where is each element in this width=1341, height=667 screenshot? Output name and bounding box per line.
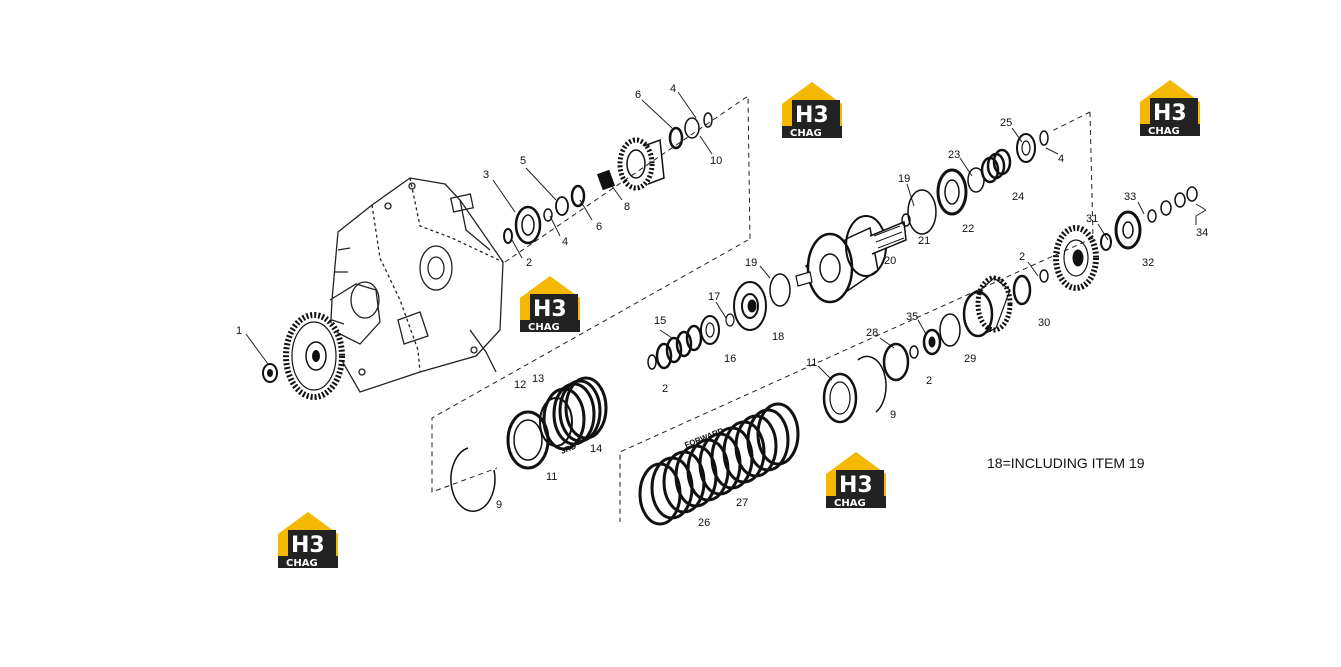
lower-middle-group [822, 313, 961, 424]
watermark-mark: H3 [1153, 101, 1187, 126]
label-3: 3 [483, 169, 489, 181]
label-4-right: 4 [1058, 153, 1064, 165]
watermark-mark: H3 [291, 533, 325, 558]
label-14: 14 [590, 443, 602, 455]
watermark-logo-3: H3 CHAG [520, 276, 580, 333]
label-34: 34 [1196, 227, 1208, 239]
watermark-word: CHAG [528, 322, 560, 333]
label-6: 6 [596, 221, 602, 233]
label-16: 16 [724, 353, 736, 365]
watermark-word: CHAG [1148, 126, 1180, 137]
label-21: 21 [918, 235, 930, 247]
middle-clutch-group [647, 273, 791, 370]
group-outlines [431, 95, 1094, 522]
watermark-mark: H3 [839, 473, 873, 498]
label-26: 26 [698, 517, 710, 529]
label-28: 28 [866, 327, 878, 339]
label-19: 19 [745, 257, 757, 269]
label-10: 10 [710, 155, 722, 167]
output-shaft-drum [795, 189, 937, 304]
label-9: 9 [496, 499, 502, 511]
label-12: 12 [514, 379, 526, 391]
upper-bearing-group [503, 112, 713, 245]
transmission-housing [329, 177, 504, 393]
label-27: 27 [736, 497, 748, 509]
diagram-note: 18=INCLUDING ITEM 19 [987, 455, 1145, 471]
watermark-mark: H3 [795, 103, 829, 128]
label-9-lower: 9 [890, 409, 896, 421]
label-4-upper: 4 [670, 83, 676, 95]
label-31: 31 [1086, 213, 1098, 225]
label-29: 29 [964, 353, 976, 365]
label-11-lower: 11 [806, 357, 817, 369]
label-2-middle: 2 [662, 383, 668, 395]
upper-right-piston-group [936, 130, 1049, 216]
label-11: 11 [546, 471, 557, 483]
nut-part-1 [262, 363, 278, 383]
label-2: 2 [526, 257, 532, 269]
label-13: 13 [532, 373, 544, 385]
label-30: 30 [1038, 317, 1050, 329]
third-clutch-pack [450, 376, 608, 512]
watermark-word: CHAG [790, 128, 822, 139]
label-32: 32 [1142, 257, 1154, 269]
label-5: 5 [520, 155, 526, 167]
right-gear-group [962, 186, 1198, 338]
label-19-upper: 19 [898, 173, 910, 185]
input-gear [283, 312, 345, 400]
label-24: 24 [1012, 191, 1024, 203]
watermark-logo-1: H3 CHAG [782, 82, 842, 139]
label-25: 25 [1000, 117, 1012, 129]
label-6-upper: 6 [635, 89, 641, 101]
watermark-logo-5: H3 CHAG [278, 512, 338, 569]
label-4: 4 [562, 236, 568, 248]
watermark-mark: H3 [533, 297, 567, 322]
watermark-word: CHAG [286, 558, 318, 569]
watermark-word: CHAG [834, 498, 866, 509]
label-22: 22 [962, 223, 974, 235]
label-23: 23 [948, 149, 960, 161]
label-33: 33 [1124, 191, 1136, 203]
forward-clutch-pack [638, 402, 800, 526]
watermark-logo-4: H3 CHAG [826, 452, 886, 509]
label-1: 1 [236, 325, 242, 337]
label-20: 20 [884, 255, 896, 267]
label-15: 15 [654, 315, 666, 327]
watermark-logo-2: H3 CHAG [1140, 80, 1200, 137]
part-labels: 1 2 3 4 5 6 8 6 4 10 2 15 17 16 18 19 12… [236, 83, 1208, 529]
label-2-lower: 2 [926, 375, 932, 387]
label-18: 18 [772, 331, 784, 343]
leader-lines [245, 91, 1207, 381]
label-8: 8 [624, 201, 630, 213]
label-35: 35 [906, 311, 918, 323]
label-17: 17 [708, 291, 720, 303]
label-2-right: 2 [1019, 251, 1025, 263]
